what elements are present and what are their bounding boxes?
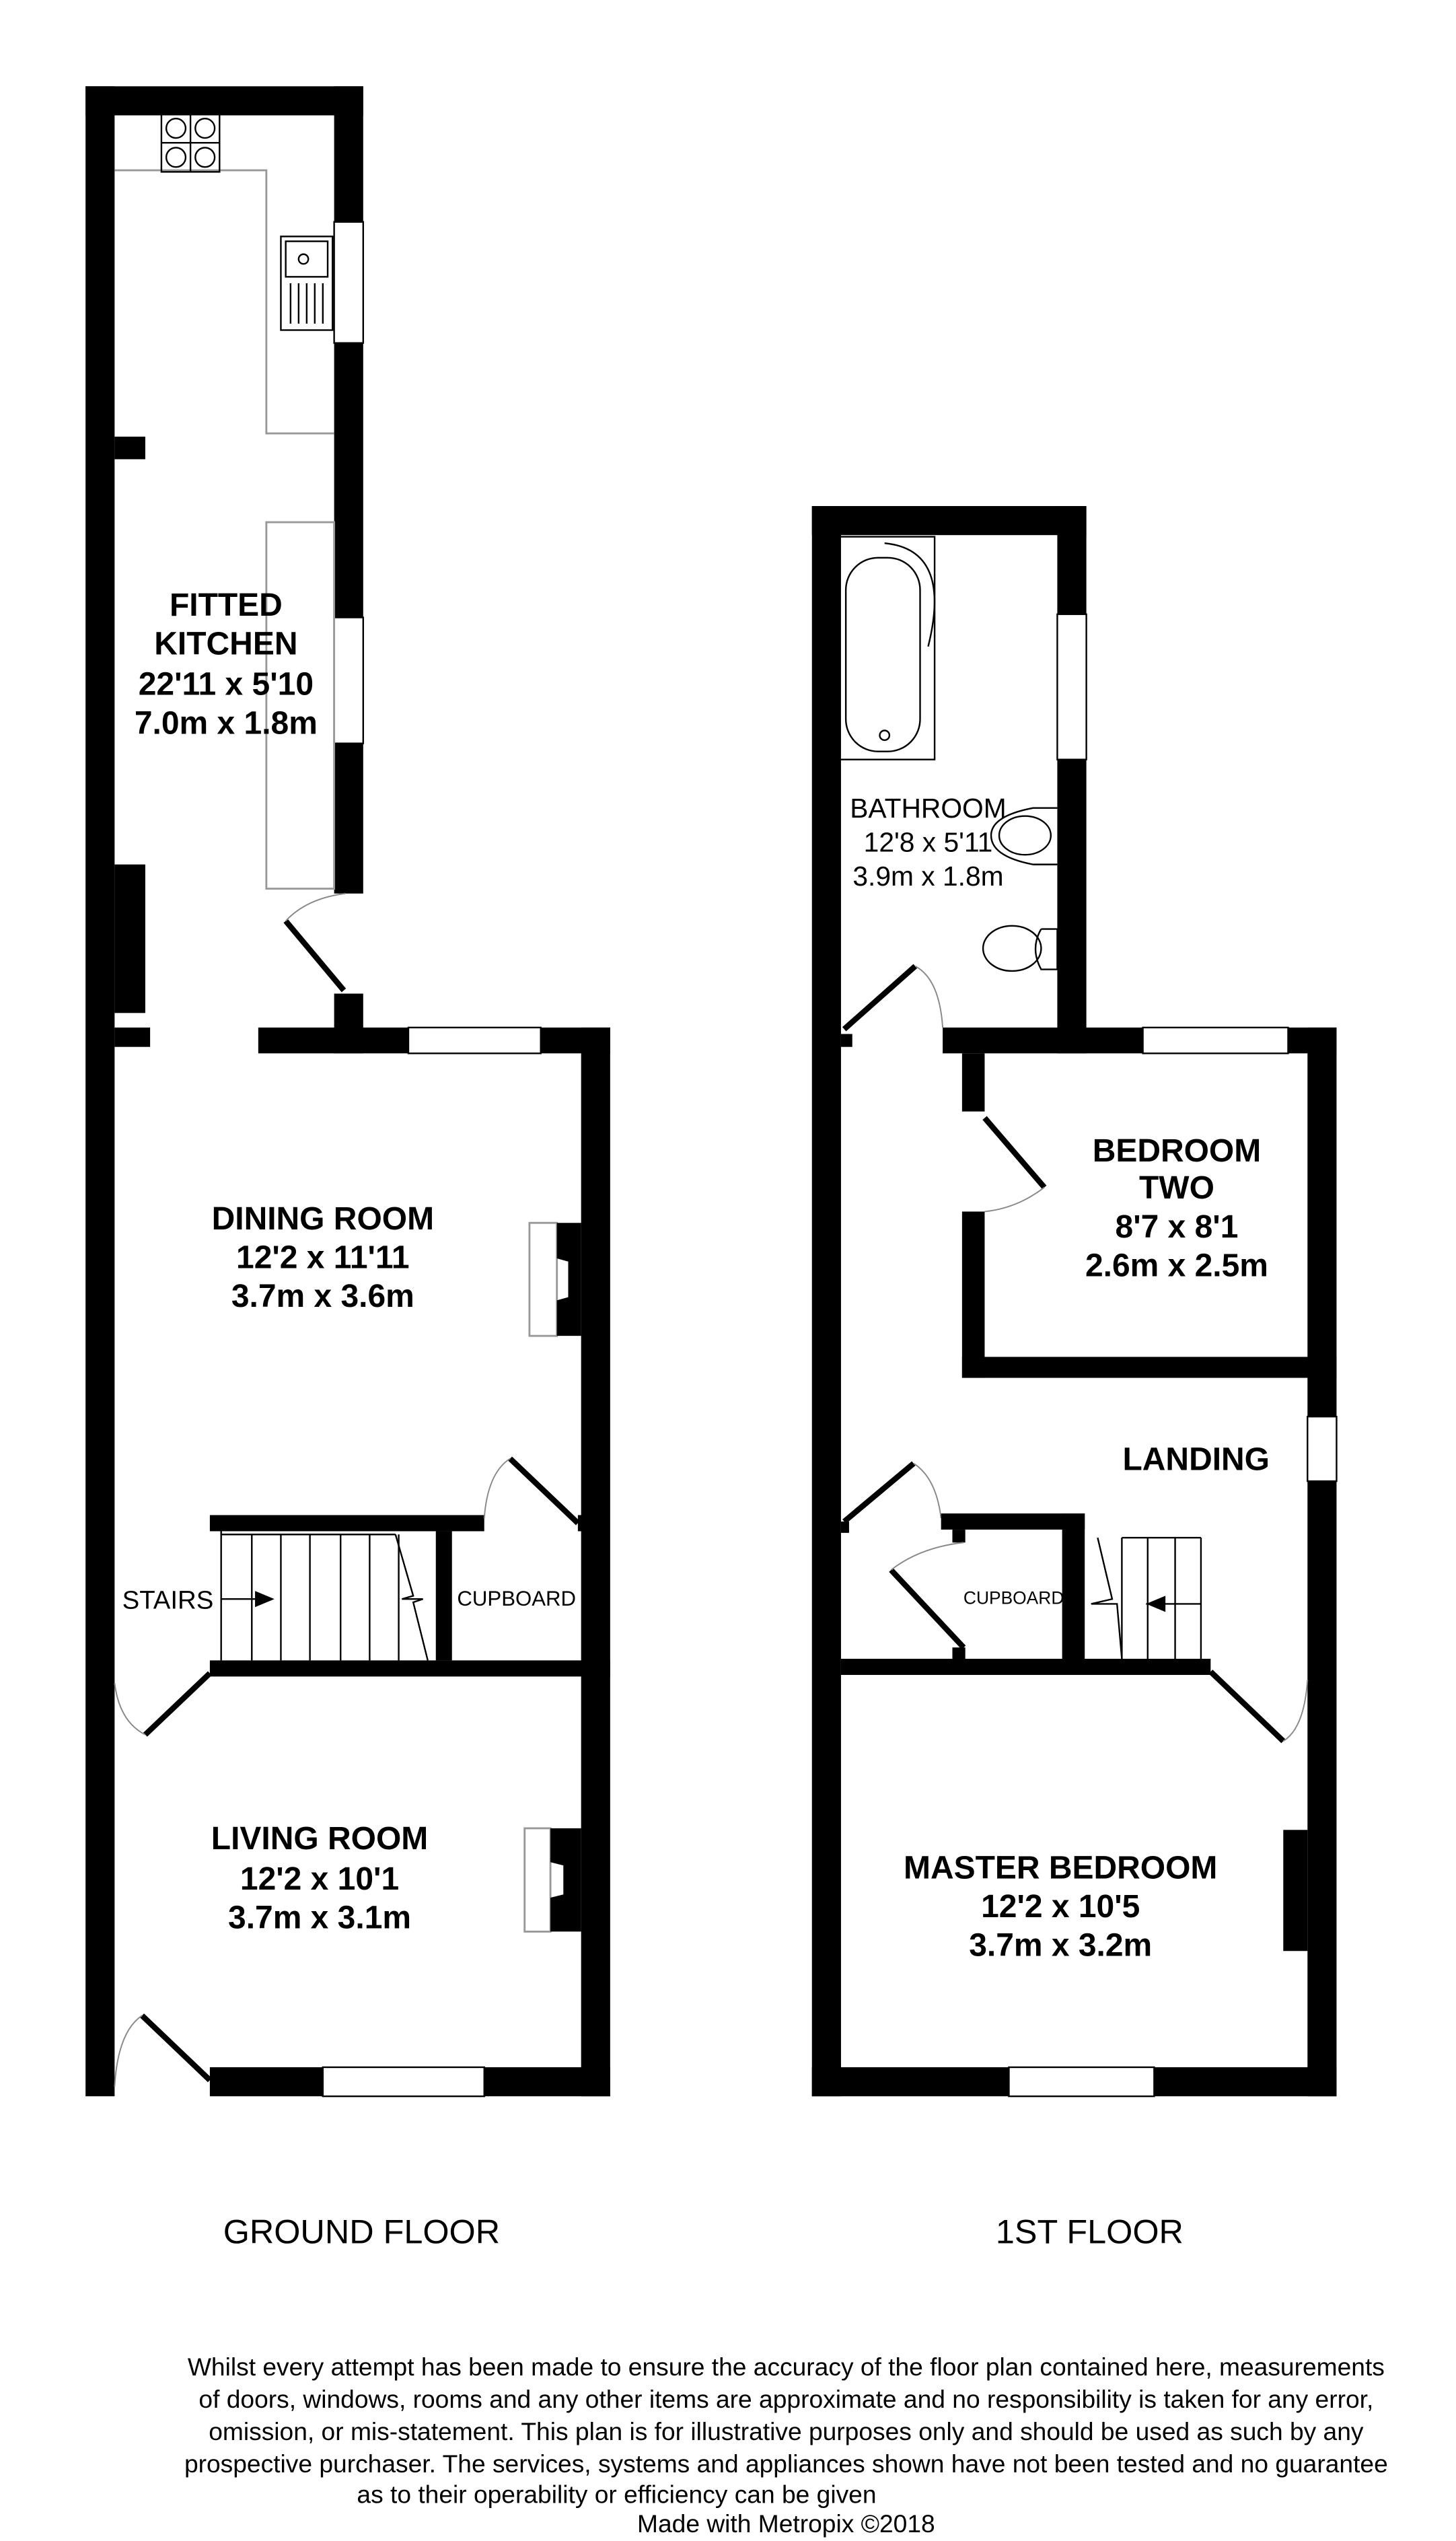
- window: [1307, 1415, 1338, 1482]
- master-bedroom-metric: 3.7m x 3.2m: [969, 1927, 1152, 1963]
- kitchen-name: FITTED: [170, 587, 283, 623]
- chimney-breast: [1283, 1830, 1308, 1952]
- toilet-icon: [982, 925, 1058, 972]
- bedroom-two-metric: 2.6m x 2.5m: [1085, 1248, 1268, 1283]
- door: [982, 1116, 1047, 1213]
- staircase: [220, 1531, 429, 1661]
- sink-icon: [280, 236, 334, 331]
- door: [1208, 1670, 1309, 1744]
- ground-floor-label: GROUND FLOOR: [223, 2212, 500, 2250]
- door: [889, 1542, 966, 1650]
- bedroom-two-name: BEDROOM: [1093, 1133, 1262, 1169]
- window: [1008, 2066, 1155, 2098]
- dining-imperial: 12'2 x 11'11: [236, 1240, 410, 1275]
- front-door: [114, 2013, 212, 2087]
- disclaimer-line: Whilst every attempt has been made to en…: [188, 2353, 1385, 2381]
- cupboard-label: CUPBOARD: [963, 1587, 1064, 1608]
- window: [1056, 613, 1087, 760]
- window: [333, 616, 364, 744]
- window: [322, 2066, 485, 2098]
- door: [842, 1461, 942, 1524]
- first-floor-plan: BATHROOM 12'8 x 5'11 3.9m x 1.8m BEDROOM…: [811, 506, 1338, 2098]
- kitchen-metric: 7.0m x 1.8m: [135, 705, 318, 741]
- living-imperial: 12'2 x 10'1: [240, 1861, 399, 1897]
- living-name: LIVING ROOM: [211, 1821, 428, 1857]
- staircase: [1091, 1536, 1202, 1659]
- disclaimer-line: of doors, windows, rooms and any other i…: [198, 2385, 1373, 2413]
- master-bedroom-imperial: 12'2 x 10'5: [981, 1889, 1140, 1925]
- bathroom-name: BATHROOM: [850, 793, 1007, 824]
- hob-icon: [160, 112, 221, 173]
- disclaimer: Whilst every attempt has been made to en…: [184, 2353, 1388, 2538]
- dining-metric: 3.7m x 3.6m: [231, 1279, 414, 1314]
- bedroom-two-name: TWO: [1139, 1170, 1214, 1206]
- living-metric: 3.7m x 3.1m: [228, 1900, 411, 1936]
- disclaimer-line: omission, or mis-statement. This plan is…: [209, 2417, 1364, 2445]
- disclaimer-line: as to their operability or efficiency ca…: [357, 2480, 876, 2509]
- basin-icon: [990, 807, 1058, 865]
- master-bedroom-name: MASTER BEDROOM: [904, 1850, 1217, 1886]
- door: [483, 1456, 580, 1526]
- landing-label: LANDING: [1122, 1441, 1270, 1477]
- disclaimer-line: prospective purchaser. The services, sys…: [184, 2449, 1388, 2478]
- fireplace: [523, 1827, 581, 1933]
- door: [114, 1671, 212, 1737]
- ground-floor-plan: FITTED KITCHEN 22'11 x 5'10 7.0m x 1.8m …: [85, 86, 610, 2098]
- window: [333, 221, 364, 344]
- dining-name: DINING ROOM: [212, 1201, 434, 1237]
- bathroom-imperial: 12'8 x 5'11: [864, 826, 993, 857]
- fireplace: [528, 1221, 581, 1337]
- door: [283, 892, 347, 993]
- kitchen-imperial: 22'11 x 5'10: [139, 667, 314, 703]
- first-floor-label: 1ST FLOOR: [996, 2212, 1184, 2250]
- door: [842, 964, 944, 1032]
- bath-icon: [836, 536, 936, 760]
- credit-line: Made with Metropix ©2018: [637, 2509, 935, 2538]
- window: [407, 1026, 542, 1054]
- stairs-label: STAIRS: [122, 1586, 214, 1615]
- cupboard-label: CUPBOARD: [457, 1587, 576, 1610]
- chimney-breast: [114, 864, 145, 1013]
- window: [1142, 1026, 1289, 1054]
- bathroom-metric: 3.9m x 1.8m: [852, 861, 1003, 892]
- bedroom-two-imperial: 8'7 x 8'1: [1116, 1209, 1239, 1245]
- kitchen-name: KITCHEN: [154, 627, 297, 662]
